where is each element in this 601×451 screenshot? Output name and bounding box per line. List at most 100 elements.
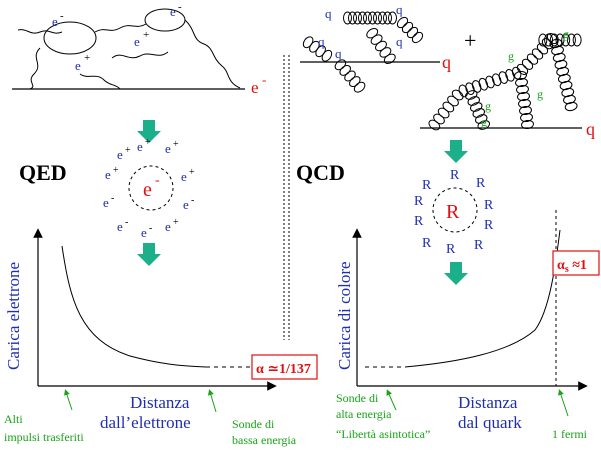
cloud-charge-sign: + xyxy=(173,139,179,150)
gluon-loop xyxy=(514,70,527,81)
cloud-charge-positron: e xyxy=(137,139,143,154)
bare-quark-label: q xyxy=(442,52,451,72)
gluon-loop xyxy=(549,33,559,47)
quark-q-5: q xyxy=(396,34,403,49)
gluon-g-4: g xyxy=(485,99,491,113)
qed-down-arrow-1 xyxy=(137,120,161,143)
gluon-loop xyxy=(353,11,362,25)
gluon-loop xyxy=(491,73,502,87)
gluon-g-2: g xyxy=(508,49,514,63)
cloud-color-charge: R xyxy=(484,218,494,233)
qcd-note-left-1: Sonde di xyxy=(336,391,379,405)
qcd-down-arrow-2 xyxy=(444,262,468,285)
gluon-g-1: g xyxy=(563,27,569,41)
gluon-loop xyxy=(349,76,361,88)
gluon-loop xyxy=(521,58,534,70)
cloud-charge-sign: + xyxy=(145,137,151,148)
cloud-center-minus: - xyxy=(155,173,160,188)
qcd-vacuum-diagram: q q q q q q + q g g g g g xyxy=(300,2,595,139)
qcd-alpha-box xyxy=(552,250,600,276)
cloud-charge-sign: - xyxy=(111,193,114,204)
gluon-loop xyxy=(348,11,357,25)
cloud-color-charge: R xyxy=(476,176,486,191)
gluon-loop xyxy=(526,53,539,65)
cloud-color-charge: R xyxy=(422,178,432,193)
cloud-charge-electron: e xyxy=(103,195,109,210)
gluon-loop xyxy=(358,11,367,25)
cloud-charge-sign: + xyxy=(189,167,195,178)
cloud-charge-sign: + xyxy=(173,217,179,228)
gluon-g-3: g xyxy=(537,87,543,101)
bare-electron-minus: - xyxy=(262,72,266,87)
gluon-loop xyxy=(552,52,566,63)
cloud-charge-sign: - xyxy=(191,195,194,206)
qcd-note-right: 1 fermi xyxy=(552,427,588,441)
loop-positron-label-2: e xyxy=(134,34,140,49)
cloud-charge-sign: + xyxy=(125,145,131,156)
gluon-loop xyxy=(406,26,419,39)
quark-q-3: q xyxy=(318,34,325,49)
gluon-loop xyxy=(485,75,495,89)
qed-alpha-text: α ≃1/137 xyxy=(256,362,311,377)
gluon-g-5: g xyxy=(481,115,487,129)
cloud-charge-sign: - xyxy=(125,217,128,228)
gluon-loop xyxy=(564,101,578,112)
gluon-loop xyxy=(572,33,582,47)
quark-q-1: q xyxy=(325,6,332,21)
gluon-loop xyxy=(471,80,482,93)
qcd-down-arrow-1 xyxy=(444,140,468,163)
qed-cloud-charges: e+e+e+e+e+e-e-e-e-e+ xyxy=(103,137,195,240)
loop-electron-label: e xyxy=(52,14,58,29)
gluon-loop xyxy=(378,11,387,25)
qed-notes: Alti impulsi trasferiti Sonde di bassa e… xyxy=(4,389,297,447)
quark-q-4: q xyxy=(335,46,342,61)
gluon-loop xyxy=(536,43,549,55)
gluon-loop xyxy=(383,53,396,65)
gluon-loop xyxy=(557,73,571,84)
qed-note-right-2: bassa energia xyxy=(232,433,297,447)
qed-ylabel: Carica elettrone xyxy=(4,262,23,370)
gluon-loop xyxy=(478,77,489,91)
cloud-charge-electron: e xyxy=(141,225,147,240)
gluon-loop xyxy=(498,71,509,84)
gluon-loop xyxy=(465,82,475,95)
gluon-loop xyxy=(388,11,397,25)
qcd-color-cloud: R xyxy=(432,187,478,233)
alpha-symbol: α xyxy=(557,258,565,273)
gluon-loop xyxy=(321,49,333,62)
cloud-charge-positron: e xyxy=(165,219,171,234)
gluon-loop xyxy=(339,64,351,76)
qcd-note-left-2: alta energia xyxy=(336,407,392,421)
cloud-color-charge: R xyxy=(422,236,432,251)
loop-plus-2: + xyxy=(143,29,149,41)
gluon-loop xyxy=(551,45,564,56)
loop-minus: - xyxy=(60,10,64,22)
gluon-loop xyxy=(559,80,573,91)
gluon-loop xyxy=(368,11,377,25)
qcd-charge-chart: Carica di colore Distanza dal quark αs ≈… xyxy=(335,210,600,432)
gluon-loop xyxy=(465,90,478,100)
gluon-loop xyxy=(518,98,531,109)
qcd-note-left-3: “Libertà asintotica” xyxy=(336,427,430,441)
gluon-loop xyxy=(373,11,382,25)
loop-electron-label-2: e xyxy=(170,4,176,19)
qcd-xlabel-1: Distanza xyxy=(458,393,518,412)
bare-quark-label-2: q xyxy=(586,119,595,139)
cloud-center-electron: e xyxy=(143,179,152,201)
gluon-loop xyxy=(566,33,576,47)
loop-plus: + xyxy=(84,52,90,64)
gluon-coils xyxy=(302,11,582,131)
gluon-loop xyxy=(477,120,490,130)
qcd-xlabel-2: dal quark xyxy=(458,413,522,432)
cloud-charge-positron: e xyxy=(165,141,171,156)
qcd-title: QCD xyxy=(296,160,345,185)
gluon-loop xyxy=(515,77,528,88)
cloud-charge-positron: e xyxy=(181,169,187,184)
qed-title: QED xyxy=(19,160,67,185)
loop-minus-2: - xyxy=(178,1,182,13)
gluon-loop xyxy=(451,89,464,101)
gluon-loop xyxy=(396,16,409,29)
gluon-loop xyxy=(516,63,529,75)
qed-electron-cloud: e - xyxy=(128,165,174,211)
cloud-color-charge: R xyxy=(446,242,456,257)
